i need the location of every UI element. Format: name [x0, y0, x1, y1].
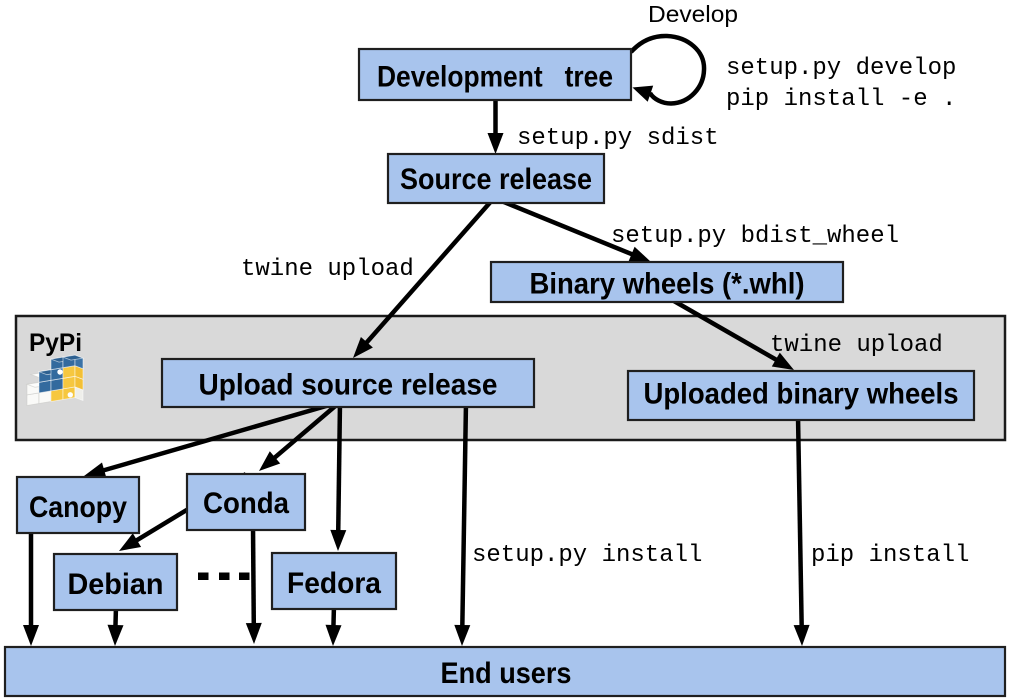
svg-text:Upload source release: Upload source release	[199, 369, 498, 402]
svg-text:Binary wheels (*.whl): Binary wheels (*.whl)	[530, 268, 805, 301]
svg-text:PyPi: PyPi	[29, 329, 82, 357]
svg-text:setup.py install: setup.py install	[472, 542, 702, 569]
svg-text:Develop: Develop	[648, 1, 738, 27]
svg-text:pip install -e .: pip install -e .	[726, 86, 956, 113]
svg-text:setup.py bdist_wheel: setup.py bdist_wheel	[611, 223, 899, 250]
svg-text:Debian: Debian	[68, 568, 164, 601]
svg-text:twine upload: twine upload	[770, 332, 943, 359]
svg-text:twine upload: twine upload	[241, 256, 414, 283]
svg-text:Development tree: Development tree	[377, 61, 613, 94]
svg-text:Canopy: Canopy	[29, 491, 127, 524]
svg-text:End users: End users	[441, 657, 572, 690]
svg-text:Uploaded binary wheels: Uploaded binary wheels	[644, 378, 959, 411]
svg-text:setup.py sdist: setup.py sdist	[517, 125, 719, 152]
svg-text:setup.py develop: setup.py develop	[726, 55, 956, 82]
svg-text:Source release: Source release	[400, 163, 592, 196]
svg-text:pip install: pip install	[811, 542, 969, 569]
svg-text:Fedora: Fedora	[287, 567, 381, 600]
svg-text:Conda: Conda	[203, 487, 289, 520]
